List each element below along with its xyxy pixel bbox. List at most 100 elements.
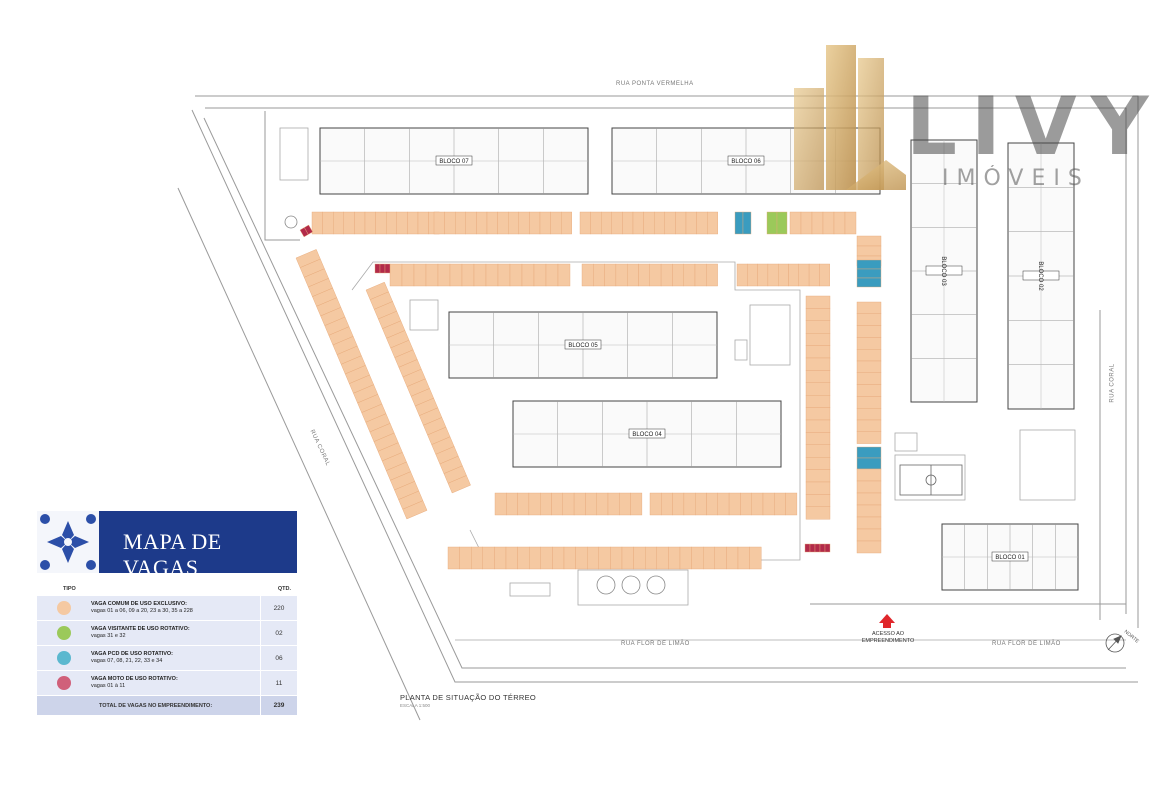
parking-space	[619, 492, 631, 516]
parking-space	[767, 263, 779, 287]
parking-space	[579, 211, 591, 235]
parking-row-visitor	[766, 211, 788, 235]
building-logo-icon	[794, 45, 906, 190]
parking-space	[707, 211, 719, 235]
parking-space	[856, 540, 882, 554]
parking-space	[695, 492, 707, 516]
parking-space	[856, 431, 882, 444]
parking-space	[604, 263, 617, 287]
parking-row-top-a	[311, 211, 440, 235]
parking-space	[461, 263, 475, 287]
legend-row-label: VAGA PCD DE USO ROTATIVO:	[91, 651, 173, 657]
parking-space	[805, 395, 831, 408]
parking-space	[581, 263, 594, 287]
access-label-line-1: ACESSO AO	[871, 631, 905, 637]
parking-space	[672, 263, 684, 287]
parking-space	[749, 546, 762, 570]
parking-space	[685, 211, 697, 235]
parking-space	[805, 432, 831, 445]
parking-space	[550, 211, 562, 235]
legend-row-label: VAGA MOTO DE USO ROTATIVO:	[91, 676, 178, 682]
parking-space	[814, 543, 821, 553]
parking-space	[824, 543, 831, 553]
building: BLOCO 07	[319, 127, 589, 195]
parking-row-pcd-top	[734, 211, 752, 235]
legend-row-text: VAGA VISITANTE DE USO ROTATIVO: vagas 31…	[91, 621, 261, 645]
parking-space	[805, 407, 831, 421]
street-label-south-2: RUA FLOR DE LIMÃO	[992, 641, 1061, 647]
parking-space	[374, 263, 381, 274]
legend-row-pcd: VAGA PCD DE USO ROTATIVO: vagas 07, 08, …	[37, 646, 297, 671]
legend-col-qty: QTD.	[277, 586, 291, 592]
parking-space	[675, 211, 687, 235]
parking-space	[611, 211, 623, 235]
building: BLOCO 03	[910, 139, 978, 403]
parking-space	[804, 543, 811, 553]
parking-space	[545, 263, 559, 287]
livy-logo: LIVY IMÓVEIS	[786, 40, 1149, 191]
legend-row-moto: VAGA MOTO DE USO ROTATIVO: vagas 01 à 11…	[37, 671, 297, 696]
legend-row-label: VAGA COMUM DE USO EXCLUSIVO:	[91, 601, 187, 607]
parking-space	[856, 337, 882, 350]
parking-space	[573, 492, 586, 516]
parking-space	[459, 546, 472, 570]
parking-space	[822, 211, 835, 235]
parking-space	[805, 494, 831, 507]
legend-row-detail: vagas 01 a 06, 09 a 20, 23 a 30, 35 a 22…	[91, 608, 193, 614]
parking-space	[465, 211, 477, 235]
parking-space	[654, 211, 666, 235]
parking-space	[856, 408, 882, 421]
parking-space	[856, 372, 882, 385]
parking-space	[811, 211, 824, 235]
parking-space	[747, 263, 758, 287]
building: BLOCO 01	[941, 523, 1079, 591]
parking-space	[736, 263, 748, 287]
parking-space	[805, 308, 831, 321]
parking-space	[540, 492, 552, 516]
parking-space	[473, 263, 487, 287]
block-label: BLOCO 05	[568, 343, 598, 349]
legend-total-row: TOTAL DE VAGAS NO EMPREENDIMENTO: 239	[37, 696, 297, 715]
building: BLOCO 02	[1007, 142, 1075, 410]
parking-space	[856, 277, 882, 288]
parking-space	[856, 396, 882, 409]
parking-row-bottom-c	[447, 546, 762, 570]
parking-space	[384, 263, 391, 274]
parking-space	[621, 546, 634, 570]
sports-court	[899, 464, 963, 496]
parking-space	[529, 546, 542, 570]
parking-space	[494, 492, 507, 516]
parking-space	[742, 211, 752, 235]
parking-space	[649, 492, 662, 516]
parking-space	[785, 492, 798, 516]
parking-space	[449, 263, 463, 287]
parking-space	[311, 211, 323, 235]
building: BLOCO 05	[448, 311, 718, 379]
legend-title: MAPA DE VAGAS	[123, 529, 222, 580]
parking-space	[645, 546, 658, 570]
parking-space	[856, 457, 882, 470]
parking-space	[672, 492, 685, 516]
plan-title: PLANTA DE SITUAÇÃO DO TÉRREO	[400, 693, 537, 702]
parking-space	[304, 224, 313, 235]
parking-space	[375, 211, 387, 235]
parking-space	[833, 211, 846, 235]
parking-row-inner-b	[581, 263, 718, 287]
parking-space	[789, 211, 802, 235]
parking-space	[343, 211, 355, 235]
parking-space	[856, 446, 882, 459]
parking-space	[649, 263, 662, 287]
legend-row-qty: 220	[273, 604, 285, 612]
parking-space	[856, 384, 882, 397]
parking-space	[706, 492, 719, 516]
legend-row-common: VAGA COMUM DE USO EXCLUSIVO: vagas 01 a …	[37, 596, 297, 621]
parking-space	[788, 263, 800, 287]
parking-space	[596, 492, 609, 516]
compass-label: NORTE	[1123, 629, 1141, 645]
parking-col-pcd-b	[856, 446, 882, 470]
legend-swatch-visitor	[57, 626, 71, 640]
legend-header: MAPA DE VAGAS	[37, 511, 297, 580]
parking-space	[509, 263, 523, 287]
legend-total-label: TOTAL DE VAGAS NO EMPREENDIMENTO:	[37, 696, 261, 715]
